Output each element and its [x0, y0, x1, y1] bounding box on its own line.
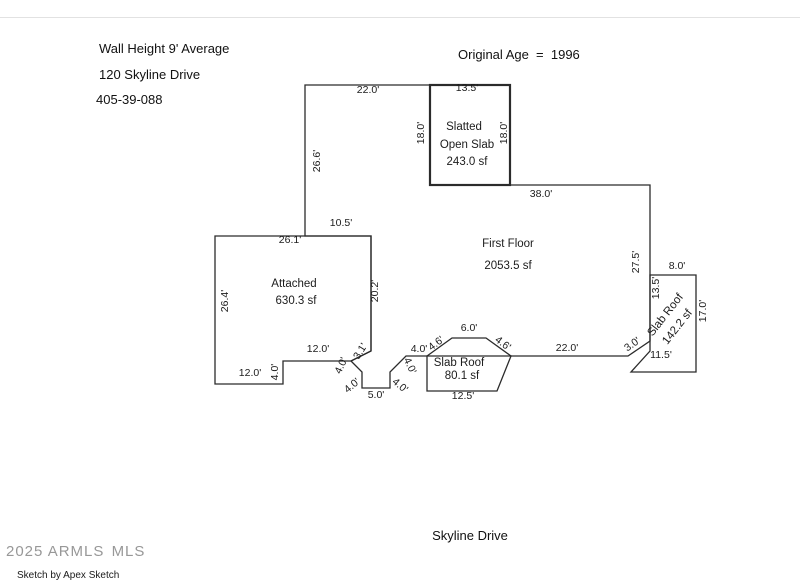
dim-notch-left: 4.6': [426, 334, 446, 354]
dim-openslab-right: 18.0': [498, 122, 510, 144]
dim-garage-top: 26.1': [279, 234, 301, 246]
dim-baywindow-5: 4.0': [401, 356, 419, 376]
dim-slabroof-right-bottom: 11.5': [650, 349, 672, 361]
attached-garage-outline: [214, 235, 372, 385]
sketch-credit: Sketch by Apex Sketch: [17, 570, 120, 581]
dim-garage-bottom-upper: 12.0': [307, 343, 329, 355]
area-sf-open-slab: 243.0 sf: [447, 156, 489, 168]
dim-corner-3-0: 3.0': [622, 335, 642, 354]
dim-east-wall: 27.5': [630, 251, 642, 273]
armls-watermark-text: 2025 ARMLS: [6, 543, 105, 560]
area-label-slatted: Slatted: [446, 121, 482, 133]
top-divider: [0, 17, 800, 18]
dim-baywindow-2: 4.0': [342, 376, 362, 396]
dim-notch-right: 4.6': [493, 334, 513, 354]
dim-garage-step: 4.0': [269, 364, 281, 381]
slab-roof-right-outline: [629, 274, 697, 373]
dim-openslab-left: 18.0': [415, 122, 427, 144]
dim-bay-bottom: 12.5': [452, 390, 474, 402]
area-label-open-slab: Open Slab: [440, 139, 494, 151]
mls-watermark-text: MLS: [111, 543, 146, 560]
dim-top-left-22: 22.0': [357, 84, 379, 96]
parcel-number: 405-39-088: [96, 92, 163, 107]
property-address: 120 Skyline Drive: [99, 67, 201, 82]
area-label-slab-roof-bay: Slab Roof: [434, 357, 485, 369]
street-label: Skyline Drive: [432, 528, 508, 543]
dim-slabroof-right-right: 17.0': [697, 300, 709, 322]
dim-notch-top: 6.0': [461, 322, 478, 334]
dim-slabroof-right-left: 13.5': [650, 277, 662, 299]
floor-plan-shapes: [214, 83, 697, 392]
slab-roof-bay-outline: [426, 355, 512, 392]
area-label-first-floor: First Floor: [482, 238, 534, 250]
area-label-attached: Attached: [271, 278, 316, 290]
wall-height-note: Wall Height 9' Average: [99, 41, 230, 56]
dim-garage-west: 26.4': [219, 290, 231, 312]
original-age-note: Original Age = 1996: [458, 47, 580, 62]
dim-openslab-top: 13.5': [456, 82, 478, 94]
area-sf-slab-roof-bay: 80.1 sf: [445, 370, 480, 382]
dim-step-10-5: 10.5': [330, 217, 352, 229]
dim-baywindow-1: 4.0': [332, 356, 350, 376]
dim-garage-east: 20.2': [369, 280, 381, 302]
armls-watermark: 2025 ARMLS MLS: [6, 543, 145, 560]
dim-slabroof-right-top: 8.0': [669, 260, 686, 272]
dim-3-1: 3.1': [351, 341, 370, 361]
dim-top-right-38: 38.0': [530, 188, 552, 200]
area-sf-first-floor: 2053.5 sf: [484, 260, 532, 272]
area-sf-attached: 630.3 sf: [276, 295, 318, 307]
dim-baywindow-4: 4.0': [390, 376, 410, 396]
open-slab-outline: [428, 83, 512, 187]
dim-garage-bottom-lower: 12.0': [239, 367, 261, 379]
dim-wall-4-0: 4.0': [411, 343, 428, 355]
dim-baywindow-3: 5.0': [368, 389, 385, 401]
dim-bottom-22: 22.0': [556, 342, 578, 354]
dim-west-upper: 26.6': [311, 150, 323, 172]
